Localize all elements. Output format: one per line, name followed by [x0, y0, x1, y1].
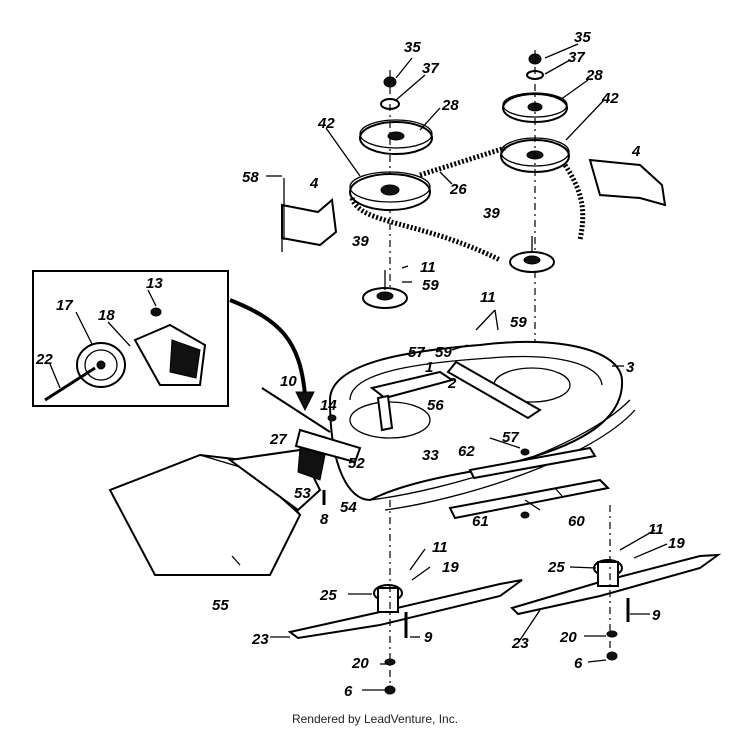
callout-27: 27: [269, 431, 287, 448]
callout-37-right: 37: [568, 49, 585, 66]
callout-9-right-blade: 9: [652, 607, 661, 624]
deck-brackets: [369, 360, 542, 432]
callout-26: 26: [449, 181, 467, 198]
baffle: [448, 446, 611, 520]
callout-10: 10: [280, 373, 297, 390]
callout-8: 8: [320, 511, 329, 528]
callout-25-right-blade: 25: [547, 559, 565, 576]
callout-33: 33: [422, 447, 439, 464]
callout-39-left: 39: [352, 233, 369, 250]
callout-22: 22: [35, 351, 53, 368]
callout-14: 14: [320, 397, 337, 414]
callout-4-right: 4: [631, 143, 641, 160]
callout-25-left-blade: 25: [319, 587, 337, 604]
callout-11-right-blade: 11: [648, 521, 664, 538]
callout-23-right-blade: 23: [511, 635, 529, 652]
callout-20-left-blade: 20: [351, 655, 369, 672]
callout-19-left-blade: 19: [442, 559, 459, 576]
callout-13: 13: [146, 275, 163, 292]
callout-35-left: 35: [404, 39, 421, 56]
callout-56: 56: [427, 397, 444, 414]
callout-9-left-blade: 9: [424, 629, 433, 646]
callout-1: 1: [425, 359, 433, 376]
callout-59-c: 59: [435, 344, 452, 361]
callout-4-left: 4: [309, 175, 319, 192]
spindle-left: [362, 270, 408, 309]
callout-37-left: 37: [422, 60, 439, 77]
callout-52: 52: [348, 455, 365, 472]
spindle-right: [509, 236, 555, 273]
callout-61: 61: [472, 513, 489, 530]
bracket-right: [588, 158, 667, 207]
callout-23-left-blade: 23: [251, 631, 269, 648]
bracket-left: [281, 178, 338, 252]
footer-credit: Rendered by LeadVenture, Inc.: [291, 712, 459, 726]
callout-59-a: 59: [422, 277, 439, 294]
callouts: 35 37 28 35 37 28 42 42 4 4 58 26 39 39 …: [35, 29, 685, 700]
blade-right: [510, 505, 722, 661]
callout-60: 60: [568, 513, 585, 530]
callout-39-right: 39: [483, 205, 500, 222]
callout-42-right: 42: [601, 90, 619, 107]
callout-11-left-blade: 11: [432, 539, 448, 556]
callout-18: 18: [98, 307, 115, 324]
pulley-42-left: [349, 171, 431, 211]
belt: [349, 145, 586, 263]
callout-20-right-blade: 20: [559, 629, 577, 646]
callout-58: 58: [242, 169, 259, 186]
callout-57-top: 57: [408, 344, 425, 361]
callout-53: 53: [294, 485, 311, 502]
callout-59-b: 59: [510, 314, 527, 331]
callout-42-left: 42: [317, 115, 335, 132]
callout-17: 17: [56, 297, 73, 314]
callout-55: 55: [212, 597, 229, 614]
chute-linkage: [261, 387, 362, 505]
callout-2: 2: [447, 375, 457, 392]
callout-19-right-blade: 19: [668, 535, 685, 552]
inset-detail: [32, 270, 315, 412]
callout-3: 3: [626, 359, 635, 376]
callout-11-b: 11: [480, 289, 496, 306]
callout-54: 54: [340, 499, 357, 516]
callout-62: 62: [458, 443, 475, 460]
leader-lines: [49, 43, 668, 691]
callout-6-right-blade: 6: [574, 655, 583, 672]
blade-left: [287, 500, 523, 695]
callout-11-a: 11: [420, 259, 436, 276]
callout-6-left-blade: 6: [344, 683, 353, 700]
callout-35-right: 35: [574, 29, 591, 46]
callout-28-left: 28: [441, 97, 459, 114]
pulley-right: [500, 50, 570, 380]
callout-28-right: 28: [585, 67, 603, 84]
discharge-chute: [108, 448, 322, 576]
callout-57-bottom: 57: [502, 429, 519, 446]
